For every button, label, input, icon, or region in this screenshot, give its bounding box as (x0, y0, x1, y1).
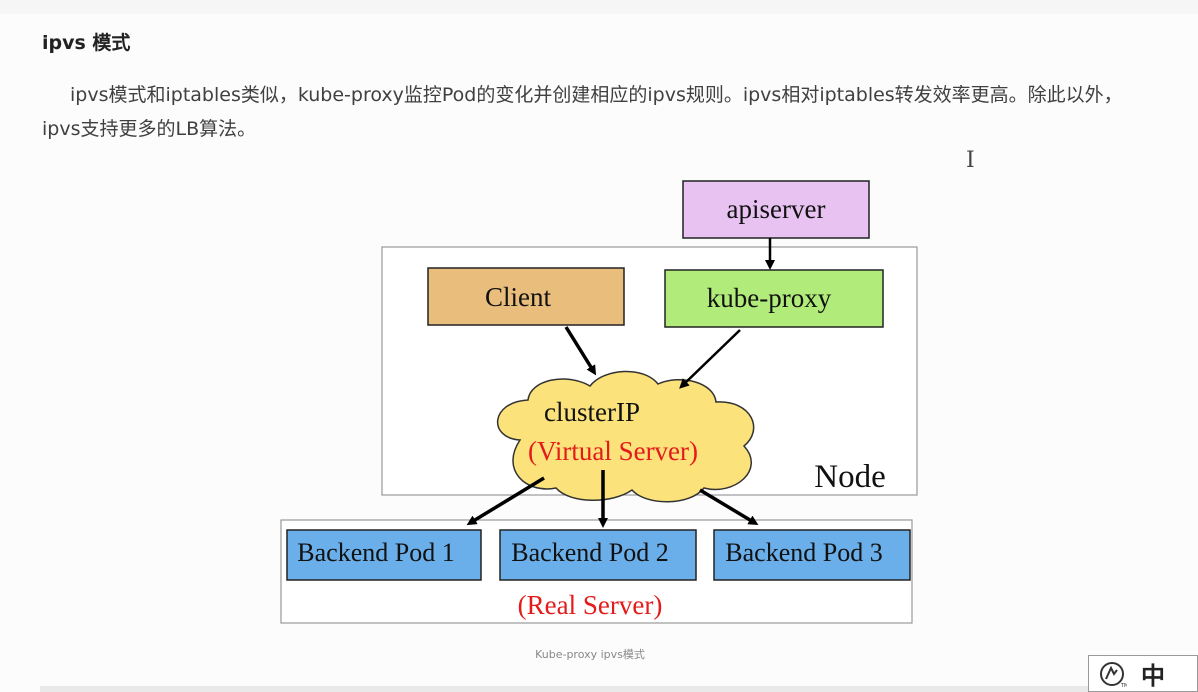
virtual-server-label: (Virtual Server) (528, 436, 698, 466)
backend-pod-2-box (499, 529, 697, 581)
backend-pod-3-label: Backend Pod 3 (725, 538, 882, 567)
text-cursor-icon: I (966, 148, 975, 173)
kube-proxy-box (664, 269, 884, 328)
node-label: Node (814, 459, 885, 495)
top-strip (0, 0, 1198, 14)
bottom-divider (40, 686, 1088, 692)
apiserver-label: apiserver (727, 194, 826, 224)
section-heading: ipvs 模式 (42, 32, 131, 54)
description-paragraph: ipvs模式和iptables类似，kube-proxy监控Pod的变化并创建相… (42, 84, 1123, 140)
ime-logo-icon: TM (1100, 661, 1127, 689)
ime-status-widget[interactable]: TM 中 (1088, 655, 1198, 692)
arrow-cluster-ip-to-pod-1 (466, 476, 545, 526)
arrow-client-to-cluster-ip (564, 326, 597, 376)
backend-pod-1-label: Backend Pod 1 (297, 538, 454, 567)
cluster-ip-cloud (496, 370, 755, 503)
backend-pod-3-box (713, 529, 911, 581)
ime-language-indicator[interactable]: 中 (1141, 662, 1165, 690)
kube-proxy-label: kube-proxy (707, 283, 832, 313)
cluster-ip-label: clusterIP (544, 397, 640, 427)
backend-pod-2-label: Backend Pod 2 (511, 538, 668, 567)
client-box (427, 267, 625, 326)
figure-caption: Kube-proxy ipvs模式 (535, 648, 645, 661)
svg-text:TM: TM (1120, 683, 1127, 689)
apiserver-box (682, 180, 870, 239)
real-server-label: (Real Server) (518, 590, 663, 620)
client-label: Client (485, 282, 551, 312)
arrow-kube-proxy-to-cluster-ip (679, 329, 741, 389)
arrow-cluster-ip-to-pod-3 (699, 488, 759, 526)
backend-pod-1-box (286, 529, 482, 581)
